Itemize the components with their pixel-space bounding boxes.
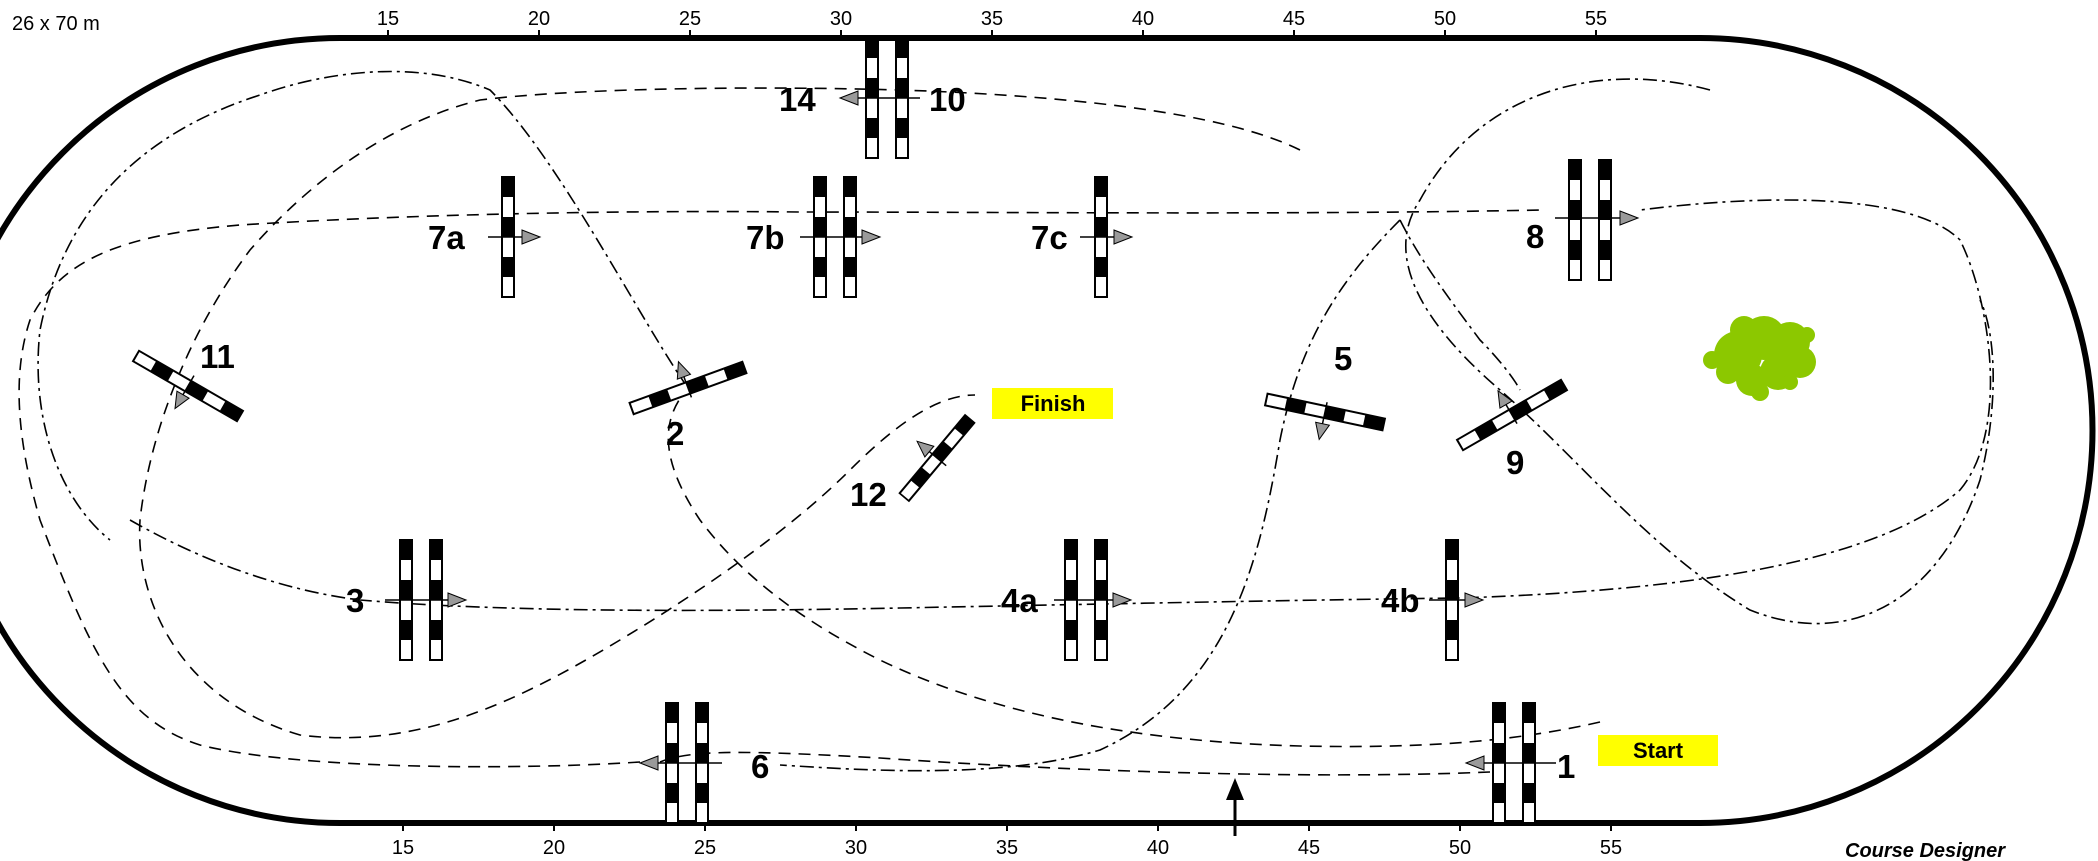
route-segment [659, 751, 1491, 776]
tree-icon [1703, 316, 1816, 401]
fence-7c: 7c [1031, 176, 1134, 298]
top-tick-label: 45 [1283, 8, 1305, 30]
top-tick-label: 30 [830, 8, 852, 30]
fence-number: 8 [1526, 218, 1544, 255]
fence-1: 1 [1464, 702, 1575, 824]
direction-arrow-icon [1113, 229, 1134, 245]
direction-arrow-icon [1497, 389, 1513, 409]
direction-arrow-icon [1315, 421, 1331, 441]
fence-9 [1456, 378, 1568, 452]
fence-6: 6 [638, 702, 769, 824]
bottom-tick-label: 50 [1449, 837, 1471, 859]
fence-number: 14 [779, 81, 816, 118]
finish-marker: Finish [992, 388, 1113, 419]
fences: 1 2 3 4a 4b [132, 37, 1640, 824]
bottom-tick-label: 35 [996, 837, 1018, 859]
bottom-tick-label: 40 [1147, 837, 1169, 859]
finish-label: Finish [1021, 391, 1086, 416]
bottom-tick-label: 55 [1600, 837, 1622, 859]
direction-arrow-icon [447, 592, 468, 608]
fence-number: 5 [1334, 340, 1352, 377]
arena-outline [0, 35, 2096, 826]
route-segment [18, 209, 1541, 768]
start-label: Start [1633, 738, 1684, 763]
arena-size-label: 26 x 70 m [12, 13, 100, 35]
top-scale: 15 20 25 30 35 40 45 50 55 [377, 8, 1607, 38]
top-tick-label: 55 [1585, 8, 1607, 30]
direction-arrow-icon [638, 755, 659, 771]
fence-4b: 4b [1381, 539, 1485, 661]
direction-arrow-icon [861, 229, 882, 245]
fence-number: 9 [1506, 444, 1524, 481]
fence-number: 4b [1381, 582, 1420, 619]
fence-number: 12 [850, 476, 887, 513]
direction-arrow-icon [1619, 210, 1640, 226]
fence-number: 7a [428, 219, 465, 256]
course-route [18, 70, 1994, 776]
direction-arrow-icon [916, 440, 935, 458]
fence-number: 7c [1031, 219, 1068, 256]
fence-number: 4a [1001, 582, 1038, 619]
route-segment [138, 87, 1301, 739]
route-segment [129, 199, 1992, 612]
fence-10-14: 10 14 [779, 37, 966, 159]
fence-12 [898, 414, 976, 502]
bottom-tick-label: 25 [694, 837, 716, 859]
bottom-tick-label: 45 [1298, 837, 1320, 859]
route-segment [779, 219, 1401, 772]
fence-number: 2 [666, 415, 684, 452]
fence-5 [1264, 392, 1386, 441]
entrance-arrow-icon [1226, 778, 1244, 836]
fence-3: 3 [346, 539, 468, 661]
bottom-tick-label: 15 [392, 837, 414, 859]
bottom-tick-label: 20 [543, 837, 565, 859]
start-marker: Start [1598, 735, 1718, 766]
fence-number: 6 [751, 748, 769, 785]
fence-number: 1 [1557, 748, 1575, 785]
fence-7b: 7b [746, 176, 882, 298]
top-tick-label: 25 [679, 8, 701, 30]
direction-arrow-icon [1464, 592, 1485, 608]
top-tick-label: 50 [1434, 8, 1456, 30]
top-tick-label: 40 [1132, 8, 1154, 30]
route-segment [1399, 219, 1521, 391]
fence-number: 11 [200, 338, 235, 375]
fence-4a: 4a [1001, 539, 1133, 661]
direction-arrow-icon [676, 360, 692, 380]
fence-2 [628, 360, 748, 416]
route-segment [37, 70, 689, 541]
bottom-tick-label: 30 [845, 837, 867, 859]
direction-arrow-icon [521, 229, 542, 245]
top-tick-label: 20 [528, 8, 550, 30]
direction-arrow-icon [838, 90, 859, 106]
direction-arrow-icon [1112, 592, 1133, 608]
course-designer-credit: Course Designer [1845, 840, 2006, 861]
route-segment [1404, 78, 1994, 625]
top-tick-label: 15 [377, 8, 399, 30]
fence-number: 7b [746, 219, 785, 256]
fence-8: 8 [1526, 159, 1640, 281]
bottom-scale: 15 20 25 30 35 40 45 50 55 [392, 823, 1622, 859]
fence-11 [132, 349, 244, 423]
direction-arrow-icon [174, 390, 190, 410]
fence-number: 10 [929, 81, 966, 118]
top-tick-label: 35 [981, 8, 1003, 30]
direction-arrow-icon [1464, 755, 1485, 771]
fence-number: 3 [346, 582, 364, 619]
fence-7a: 7a [428, 176, 542, 298]
route-segment [667, 387, 1601, 748]
